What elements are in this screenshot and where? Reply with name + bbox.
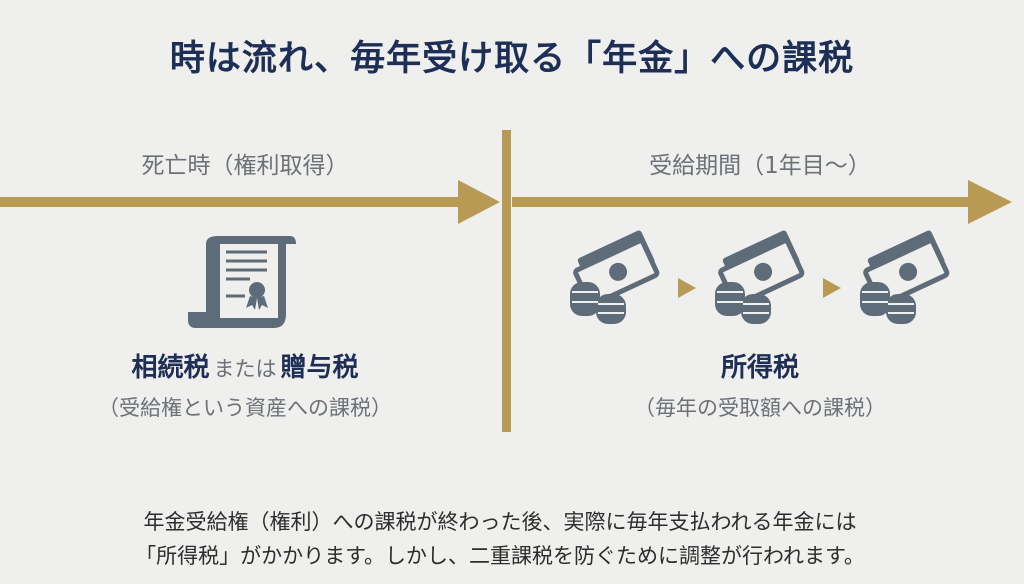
divider-line <box>502 130 511 432</box>
money-coins-icon <box>715 230 806 324</box>
right-arrow-head <box>968 180 1012 224</box>
money-coins-icon <box>570 230 660 324</box>
phase-label-payout: 受給期間（1年目〜） <box>649 153 871 179</box>
gift-tax: 贈与税 <box>280 353 359 383</box>
money-coins-icon <box>860 230 951 324</box>
income-tax: 所得税 <box>720 353 799 383</box>
right-arrow-shaft <box>512 197 974 207</box>
tax-inheritance-gift: 相続税または贈与税 <box>35 347 455 384</box>
flow-arrow-2 <box>823 278 841 298</box>
page-title: 時は流れ、毎年受け取る「年金」への課税 <box>169 39 855 79</box>
left-arrow-head <box>458 180 500 224</box>
footer-line-2: 「所得税」がかかります。しかし、二重課税を防ぐために調整が行われます。 <box>135 544 865 568</box>
right-tax-note: （毎年の受取額への課税） <box>634 396 886 420</box>
inheritance-tax: 相続税 <box>131 353 210 383</box>
footer-line-1: 年金受給権（権利）への課税が終わった後、実際に毎年支払われる年金には <box>143 510 857 534</box>
left-tax-note: （受給権という資産への課税） <box>98 396 392 420</box>
left-arrow-shaft <box>0 197 462 207</box>
phase-label-death: 死亡時（権利取得） <box>141 153 349 179</box>
flow-arrow-1 <box>678 278 696 298</box>
or-label: または <box>213 357 277 381</box>
certificate-scroll-icon <box>188 236 296 328</box>
